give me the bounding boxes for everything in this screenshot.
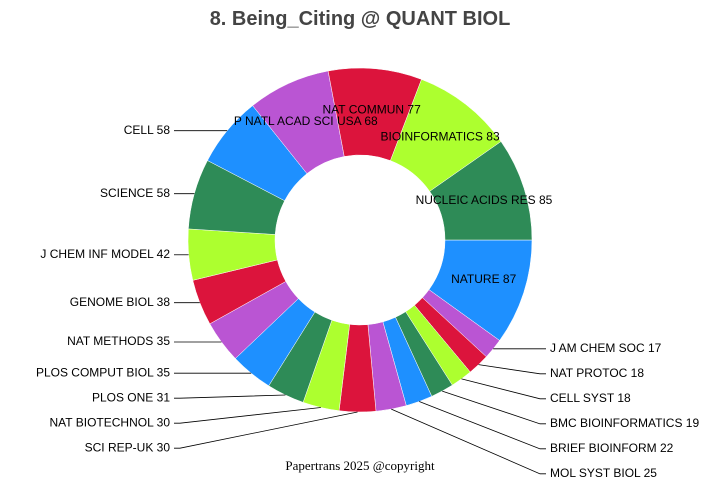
label-nat-biotechnol: NAT BIOTECHNOL 30: [50, 415, 171, 429]
leader-nat-protoc: [478, 364, 546, 375]
label-j-am-chem-soc: J AM CHEM SOC 17: [550, 341, 662, 355]
label-nat-methods: NAT METHODS 35: [67, 334, 170, 348]
leader-brief-bioinform: [419, 401, 546, 450]
label-cell: CELL 58: [124, 123, 171, 137]
chart-title: 8. Being_Citing @ QUANT BIOL: [210, 8, 511, 30]
leader-nat-biotechnol: [174, 407, 321, 424]
label-nat-commun: NAT COMMUN 77: [323, 103, 422, 117]
label-nat-protoc: NAT PROTOC 18: [550, 366, 644, 380]
label-plos-one: PLOS ONE 31: [92, 390, 170, 404]
leader-mol-syst-biol: [391, 408, 546, 475]
leader-sci-rep-uk: [174, 411, 358, 449]
label-j-chem-inf-model: J CHEM INF MODEL 42: [40, 247, 170, 261]
label-genome-biol: GENOME BIOL 38: [70, 295, 171, 309]
label-mol-syst-biol: MOL SYST BIOL 25: [550, 466, 657, 480]
leader-lines: [174, 130, 546, 475]
label-sci-rep-uk: SCI REP-UK 30: [85, 440, 171, 454]
label-bmc-bioinformatics: BMC BIOINFORMATICS 19: [550, 416, 699, 430]
label-brief-bioinform: BRIEF BIOINFORM 22: [550, 441, 674, 455]
label-cell-syst: CELL SYST 18: [550, 391, 631, 405]
leader-bmc-bioinformatics: [442, 390, 546, 425]
label-nucleic-acids-res: NUCLEIC ACIDS RES 85: [416, 193, 553, 207]
leader-cell-syst: [461, 378, 546, 400]
label-nature: NATURE 87: [451, 272, 516, 286]
label-science: SCIENCE 58: [100, 186, 170, 200]
label-bioinformatics: BIOINFORMATICS 83: [380, 130, 499, 144]
label-p-natl-acad-sci-usa: P NATL ACAD SCI USA 68: [234, 114, 378, 128]
leader-plos-one: [174, 394, 286, 399]
label-plos-comput-biol: PLOS COMPUT BIOL 35: [36, 365, 170, 379]
pie-slices: [187, 67, 533, 413]
copyright-footer: Papertrans 2025 @copyright: [285, 458, 435, 473]
slice-nucleic-acids-res: [429, 141, 533, 241]
